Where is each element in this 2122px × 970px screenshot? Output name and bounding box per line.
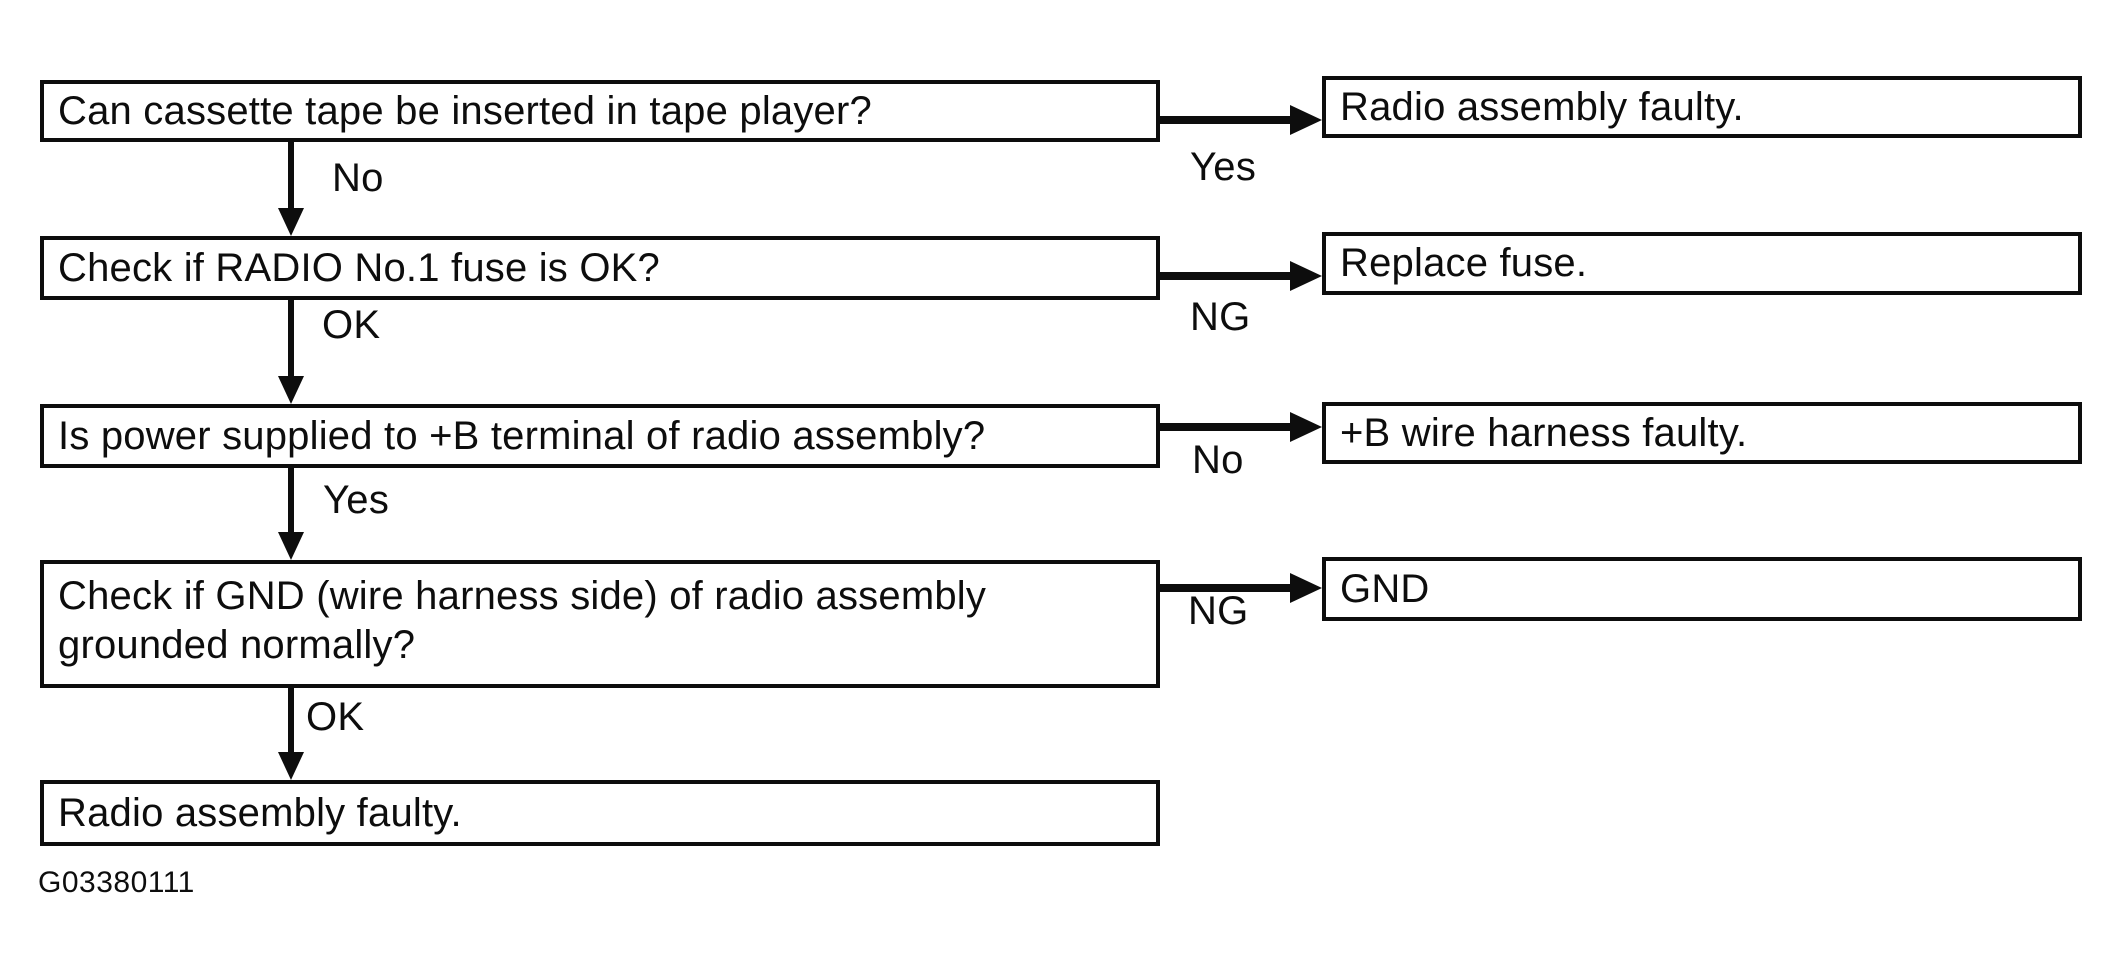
flow-box-result-2: Replace fuse. bbox=[1322, 232, 2082, 295]
branch-label-1: Yes bbox=[1190, 145, 1257, 189]
figure-code: G03380111 bbox=[38, 866, 195, 899]
right-arrow-shaft-4 bbox=[1160, 584, 1292, 592]
right-arrow-head-2 bbox=[1290, 261, 1322, 291]
right-arrow-head-1 bbox=[1290, 105, 1322, 135]
flow-box-final-result: Radio assembly faulty. bbox=[40, 780, 1160, 846]
right-arrow-shaft-2 bbox=[1160, 272, 1292, 280]
branch-label-2: NG bbox=[1190, 295, 1251, 339]
flow-box-question-4: Check if GND (wire harness side) of radi… bbox=[40, 560, 1160, 688]
down-arrow-head-4 bbox=[278, 752, 304, 780]
down-arrow-shaft-1 bbox=[288, 142, 294, 210]
down-arrow-shaft-4 bbox=[288, 688, 294, 754]
right-arrow-head-4 bbox=[1290, 573, 1322, 603]
continue-label-4: OK bbox=[306, 695, 365, 739]
branch-label-4: NG bbox=[1188, 589, 1249, 633]
flow-box-result-4: GND bbox=[1322, 557, 2082, 621]
down-arrow-head-1 bbox=[278, 208, 304, 236]
down-arrow-head-3 bbox=[278, 532, 304, 560]
continue-label-3: Yes bbox=[323, 478, 390, 522]
right-arrow-head-3 bbox=[1290, 412, 1322, 442]
right-arrow-shaft-1 bbox=[1160, 116, 1292, 124]
down-arrow-head-2 bbox=[278, 376, 304, 404]
branch-label-3: No bbox=[1192, 438, 1244, 482]
flow-box-result-3: +B wire harness faulty. bbox=[1322, 402, 2082, 464]
flow-box-result-1: Radio assembly faulty. bbox=[1322, 76, 2082, 138]
right-arrow-shaft-3 bbox=[1160, 423, 1292, 431]
continue-label-1: No bbox=[332, 156, 384, 200]
flow-box-question-2: Check if RADIO No.1 fuse is OK? bbox=[40, 236, 1160, 300]
flow-box-question-1: Can cassette tape be inserted in tape pl… bbox=[40, 80, 1160, 142]
flow-box-question-3: Is power supplied to +B terminal of radi… bbox=[40, 404, 1160, 468]
continue-label-2: OK bbox=[322, 303, 381, 347]
down-arrow-shaft-2 bbox=[288, 300, 294, 378]
down-arrow-shaft-3 bbox=[288, 468, 294, 534]
